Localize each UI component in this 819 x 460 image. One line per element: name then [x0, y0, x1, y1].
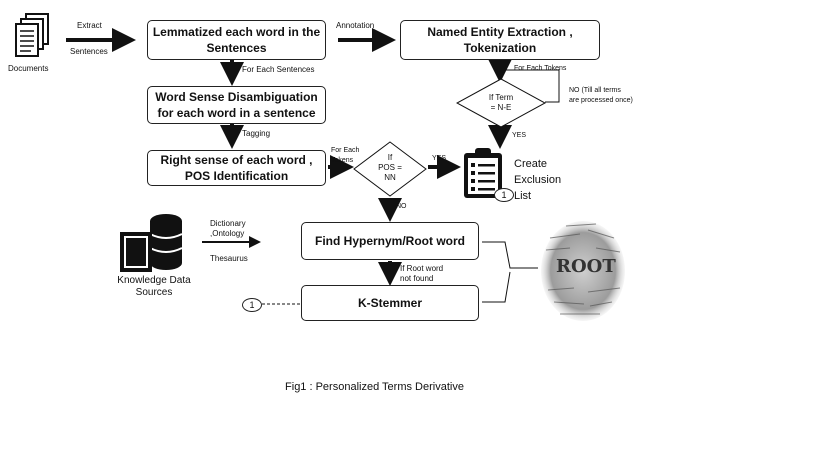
figure-caption: Fig1 : Personalized Terms Derivative — [285, 381, 464, 393]
decision-pos-diamond — [353, 141, 427, 197]
edge-label-tagging: Tagging — [242, 129, 271, 138]
decision-term-diamond — [456, 78, 546, 128]
documents-icon — [15, 13, 49, 57]
database-book-icon — [120, 214, 183, 272]
edge-label-dictionary: Dictionary ,Ontology — [210, 219, 246, 238]
decision-pos-text: If POS = NN — [378, 153, 402, 182]
lemmatize-box: Lemmatized each word in the Sentences — [147, 20, 326, 60]
knowledge-label: Knowledge Data Sources — [117, 275, 191, 298]
edge-label-root-not-found: If Root word not found — [400, 264, 444, 283]
edge-label-for-each-sentences: For Each Sentences — [242, 65, 315, 74]
bracket-bottom — [482, 271, 511, 303]
edge-label-yes-term: YES — [512, 132, 527, 139]
edge-label-annotation: Annotation — [336, 21, 375, 30]
edge-label-no-term: NO (Till all terms are processed once) — [569, 87, 633, 104]
edge-label-extract: Extract — [77, 21, 102, 30]
wsd-box: Word Sense Disambiguation for each word … — [147, 86, 326, 124]
ner-box: Named Entity Extraction , Tokenization — [400, 20, 600, 60]
exclusion-label: Create Exclusion List — [514, 158, 562, 202]
edge-label-for-each-tokens-mid: For Each Tokens — [331, 147, 360, 164]
edge-label-yes-pos: YES — [432, 155, 447, 162]
right-sense-box: Right sense of each word , POS Identific… — [147, 150, 326, 186]
edge-label-no-pos: NO — [396, 203, 407, 210]
connector-1-bottom: 1 — [242, 298, 262, 312]
bracket-top — [482, 241, 538, 269]
edge-label-sentences: Sentences — [70, 47, 108, 56]
decision-term-text: If Term = N-E — [488, 93, 514, 112]
clipboard-icon — [464, 148, 502, 198]
root-word-cloud-image — [541, 221, 625, 321]
stemmer-box: K-Stemmer — [301, 285, 479, 321]
edge-label-thesaurus: Thesaurus — [210, 254, 248, 263]
word-cloud-root-text: ROOT — [556, 256, 616, 277]
edge-label-for-each-tokens: For Each Tokens — [514, 65, 567, 72]
hypernym-box: Find Hypernym/Root word — [301, 222, 479, 260]
documents-label: Documents — [8, 64, 49, 73]
loop-no-term — [505, 69, 560, 103]
connector-1-top: 1 — [494, 188, 514, 202]
